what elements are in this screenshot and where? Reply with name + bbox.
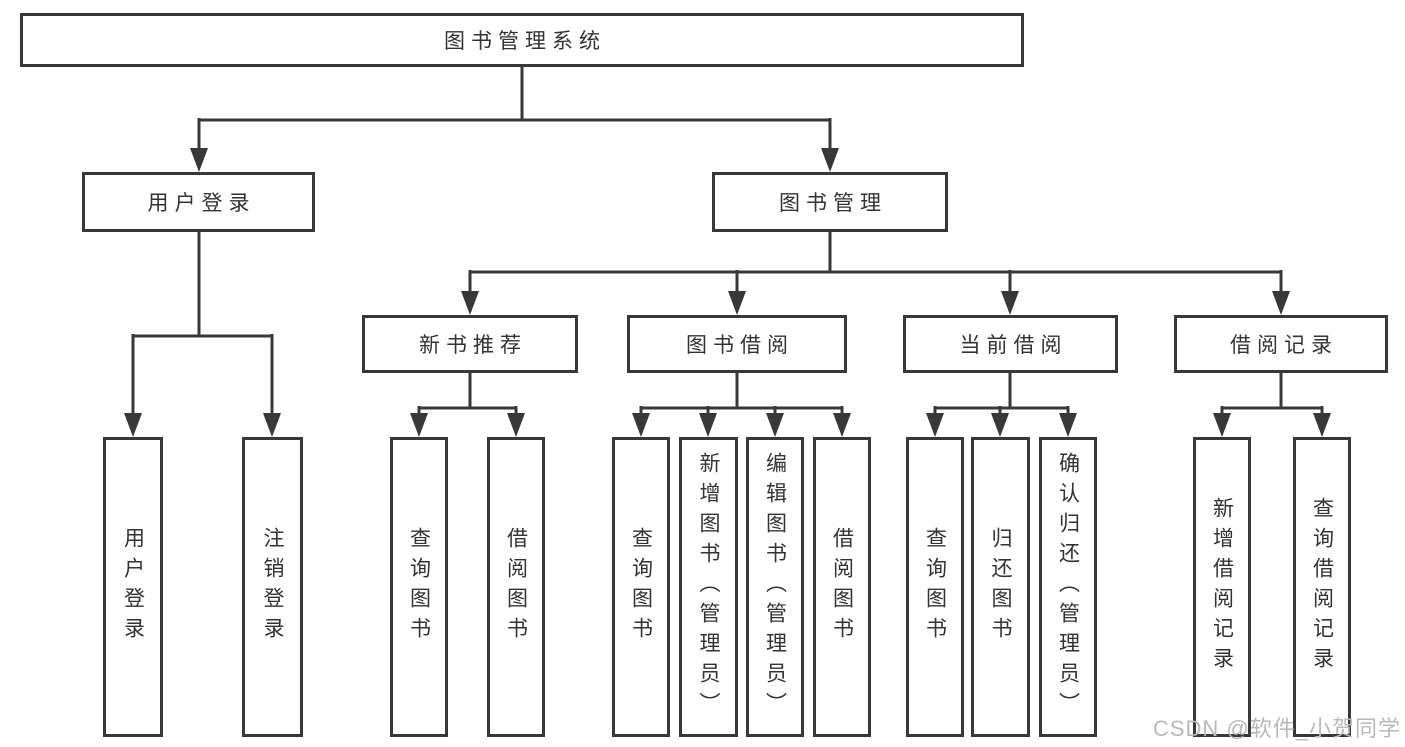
node-leaf-borrow-edit-books-admin: 编辑图书（管理员） <box>746 437 804 737</box>
node-leaf-records-query-record: 查询借阅记录 <box>1293 437 1351 737</box>
node-leaf-records-query-record-label: 查询借阅记录 <box>1310 497 1334 677</box>
node-leaf-borrow-query-books-label: 查询图书 <box>629 527 653 647</box>
node-book-management-label: 图书管理 <box>779 192 887 215</box>
node-leaf-recommend-query-books: 查询图书 <box>390 437 448 737</box>
node-leaf-recommend-borrow-books-label: 借阅图书 <box>504 527 528 647</box>
node-leaf-current-confirm-return-admin: 确认归还（管理员） <box>1039 437 1097 737</box>
node-leaf-borrow-add-books-admin-label: 新增图书（管理员） <box>697 452 720 722</box>
node-new-book-recommend: 新书推荐 <box>362 315 578 373</box>
node-leaf-logout: 注销登录 <box>242 437 303 737</box>
node-book-borrow: 图书借阅 <box>627 315 847 373</box>
node-book-borrow-label: 图书借阅 <box>686 334 794 357</box>
node-current-borrow: 当前借阅 <box>903 315 1118 373</box>
node-leaf-user-login-label: 用户登录 <box>121 527 145 647</box>
node-leaf-records-add-record-label: 新增借阅记录 <box>1210 497 1234 677</box>
node-user-login-label: 用户登录 <box>147 192 256 215</box>
node-leaf-borrow-add-books-admin: 新增图书（管理员） <box>679 437 738 737</box>
node-book-management: 图书管理 <box>712 172 948 232</box>
node-borrow-records-label: 借阅记录 <box>1230 334 1338 357</box>
node-leaf-recommend-borrow-books: 借阅图书 <box>487 437 545 737</box>
node-leaf-borrow-borrow-books-label: 借阅图书 <box>830 527 854 647</box>
node-leaf-logout-label: 注销登录 <box>261 527 284 647</box>
node-leaf-borrow-borrow-books: 借阅图书 <box>813 437 871 737</box>
watermark-text: CSDN @软件_小贺同学 <box>1152 716 1401 741</box>
node-leaf-records-add-record: 新增借阅记录 <box>1193 437 1251 737</box>
node-root: 图书管理系统 <box>20 13 1024 67</box>
node-leaf-current-return-books: 归还图书 <box>971 437 1030 737</box>
node-root-label: 图书管理系统 <box>444 30 606 53</box>
node-leaf-current-query-books-label: 查询图书 <box>923 527 947 647</box>
node-leaf-recommend-query-books-label: 查询图书 <box>407 527 431 647</box>
node-new-book-recommend-label: 新书推荐 <box>419 334 527 357</box>
node-current-borrow-label: 当前借阅 <box>959 334 1068 357</box>
node-user-login: 用户登录 <box>82 172 315 232</box>
node-leaf-current-return-books-label: 归还图书 <box>989 527 1012 647</box>
node-leaf-user-login: 用户登录 <box>103 437 163 737</box>
node-leaf-current-confirm-return-admin-label: 确认归还（管理员） <box>1056 452 1080 722</box>
node-leaf-borrow-edit-books-admin-label: 编辑图书（管理员） <box>763 452 787 722</box>
node-leaf-current-query-books: 查询图书 <box>906 437 964 737</box>
node-borrow-records: 借阅记录 <box>1174 315 1388 373</box>
node-leaf-borrow-query-books: 查询图书 <box>612 437 670 737</box>
